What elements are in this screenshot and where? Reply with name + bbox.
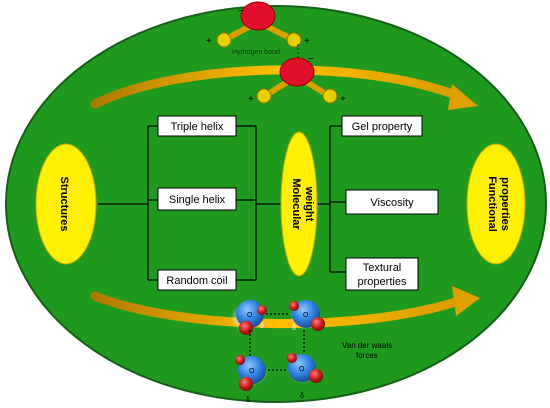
textural-properties-label-line1: Textural (363, 262, 402, 274)
charge-minus: − (238, 6, 244, 17)
molecular-weight-label-line2: weight (303, 186, 315, 222)
structures-label: Structures (58, 176, 70, 231)
viscosity-label: Viscosity (370, 197, 414, 209)
charge-plus: + (340, 94, 346, 105)
charge-plus: + (206, 36, 212, 47)
textural-properties-box: Textural properties (345, 257, 419, 291)
delta-label: δ (292, 325, 296, 332)
connector-lines (98, 125, 346, 281)
water-molecule-bottom-left: O δ (235, 355, 268, 404)
gel-property-label: Gel property (352, 121, 413, 133)
water-molecule-bottom-right: O δ (287, 353, 323, 400)
water-molecule-top-right: O δ (289, 300, 325, 332)
triple-helix-box: Triple helix (157, 115, 237, 137)
hydrogen-bond-molecule-top: + − + (206, 1, 310, 48)
delta-label: δ (260, 323, 264, 330)
single-helix-label: Single helix (169, 194, 226, 206)
delta-label: δ (300, 393, 304, 400)
atom-o-label: O (299, 366, 305, 373)
bottom-curved-arrow (90, 286, 480, 329)
molecular-weight-node: Molecular weight (280, 131, 318, 277)
molecular-weight-label-line1: Molecular (290, 178, 302, 230)
single-helix-box: Single helix (157, 187, 237, 211)
hydrogen-bond-label: Hydrogen bond (232, 49, 280, 56)
delta-label: δ (246, 397, 250, 404)
atom-o-label: O (303, 312, 309, 319)
functional-properties-node: Functional properties (466, 143, 526, 265)
functional-properties-label-line2: properties (499, 177, 511, 231)
structures-node: Structures (35, 143, 97, 265)
charge-plus: + (304, 36, 310, 47)
random-coil-label: Random coil (166, 275, 227, 287)
charge-minus: − (308, 54, 314, 65)
atom-o-label: O (247, 312, 253, 319)
atom-o-label: O (249, 368, 255, 375)
van-der-waals-label-line2: forces (356, 351, 378, 360)
gel-property-box: Gel property (341, 115, 423, 137)
functional-properties-label-line1: Functional (486, 176, 498, 232)
charge-plus: + (248, 94, 254, 105)
triple-helix-label: Triple helix (171, 121, 224, 133)
hydrogen-bond-molecule-bottom: + − + (248, 54, 346, 105)
top-curved-arrow (90, 65, 478, 110)
water-molecule-top-left: O δ (230, 300, 267, 335)
van-der-waals-label-line1: Van der waals (342, 341, 392, 350)
viscosity-box: Viscosity (345, 189, 439, 215)
van-der-waals-dotted-lines (249, 313, 305, 371)
textural-properties-label-line2: properties (358, 276, 407, 288)
random-coil-box: Random coil (157, 269, 237, 291)
